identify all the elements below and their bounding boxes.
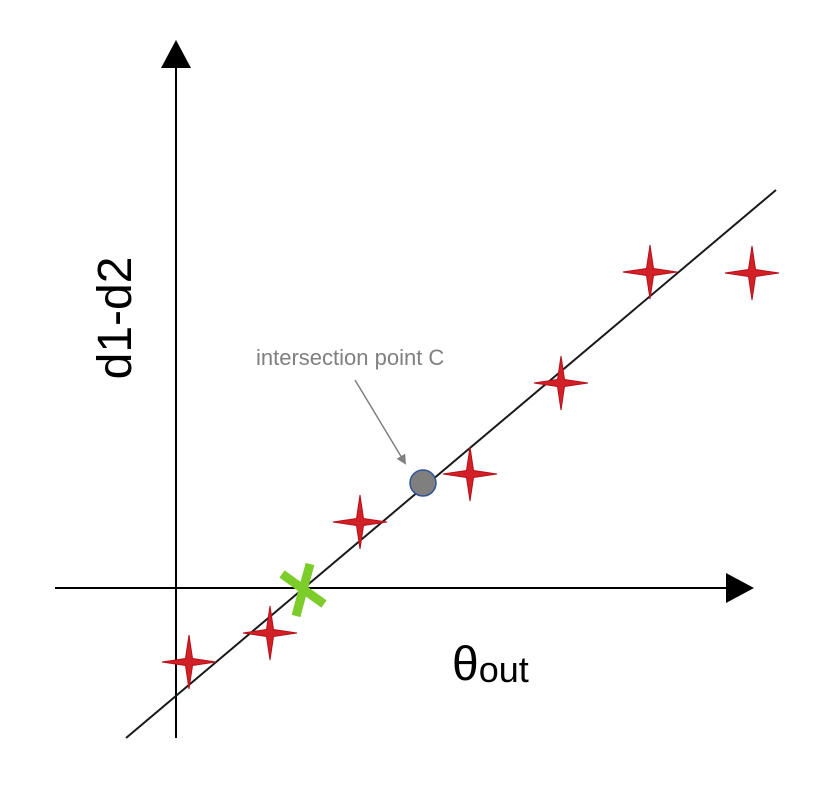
measurement-star-icon [533,355,589,411]
annotation-arrow [354,379,407,465]
measurement-star-icon [242,605,298,661]
measurement-star-icon [724,245,780,301]
measurement-star-icon [332,494,388,550]
x-axis-label-symbol: θ [452,638,479,691]
measurement-star-icon [161,634,217,690]
fit-line [125,189,777,739]
annotation: intersection point C [256,345,444,465]
x-axis-label: θout [452,638,529,691]
x-axis [55,573,754,603]
measurement-points [161,244,780,690]
y-axis-arrowhead [161,40,191,68]
annotation-label: intersection point C [256,345,444,370]
intersection-point-c [409,469,437,497]
x-axis-label-subscript: out [479,649,529,690]
measurement-star-icon [442,446,498,502]
measurement-star-icon [622,244,678,300]
x-axis-arrowhead [726,573,754,603]
y-axis [161,40,191,738]
y-axis-label: d1-d2 [89,257,142,380]
zero-crossing-x-icon [279,562,327,618]
